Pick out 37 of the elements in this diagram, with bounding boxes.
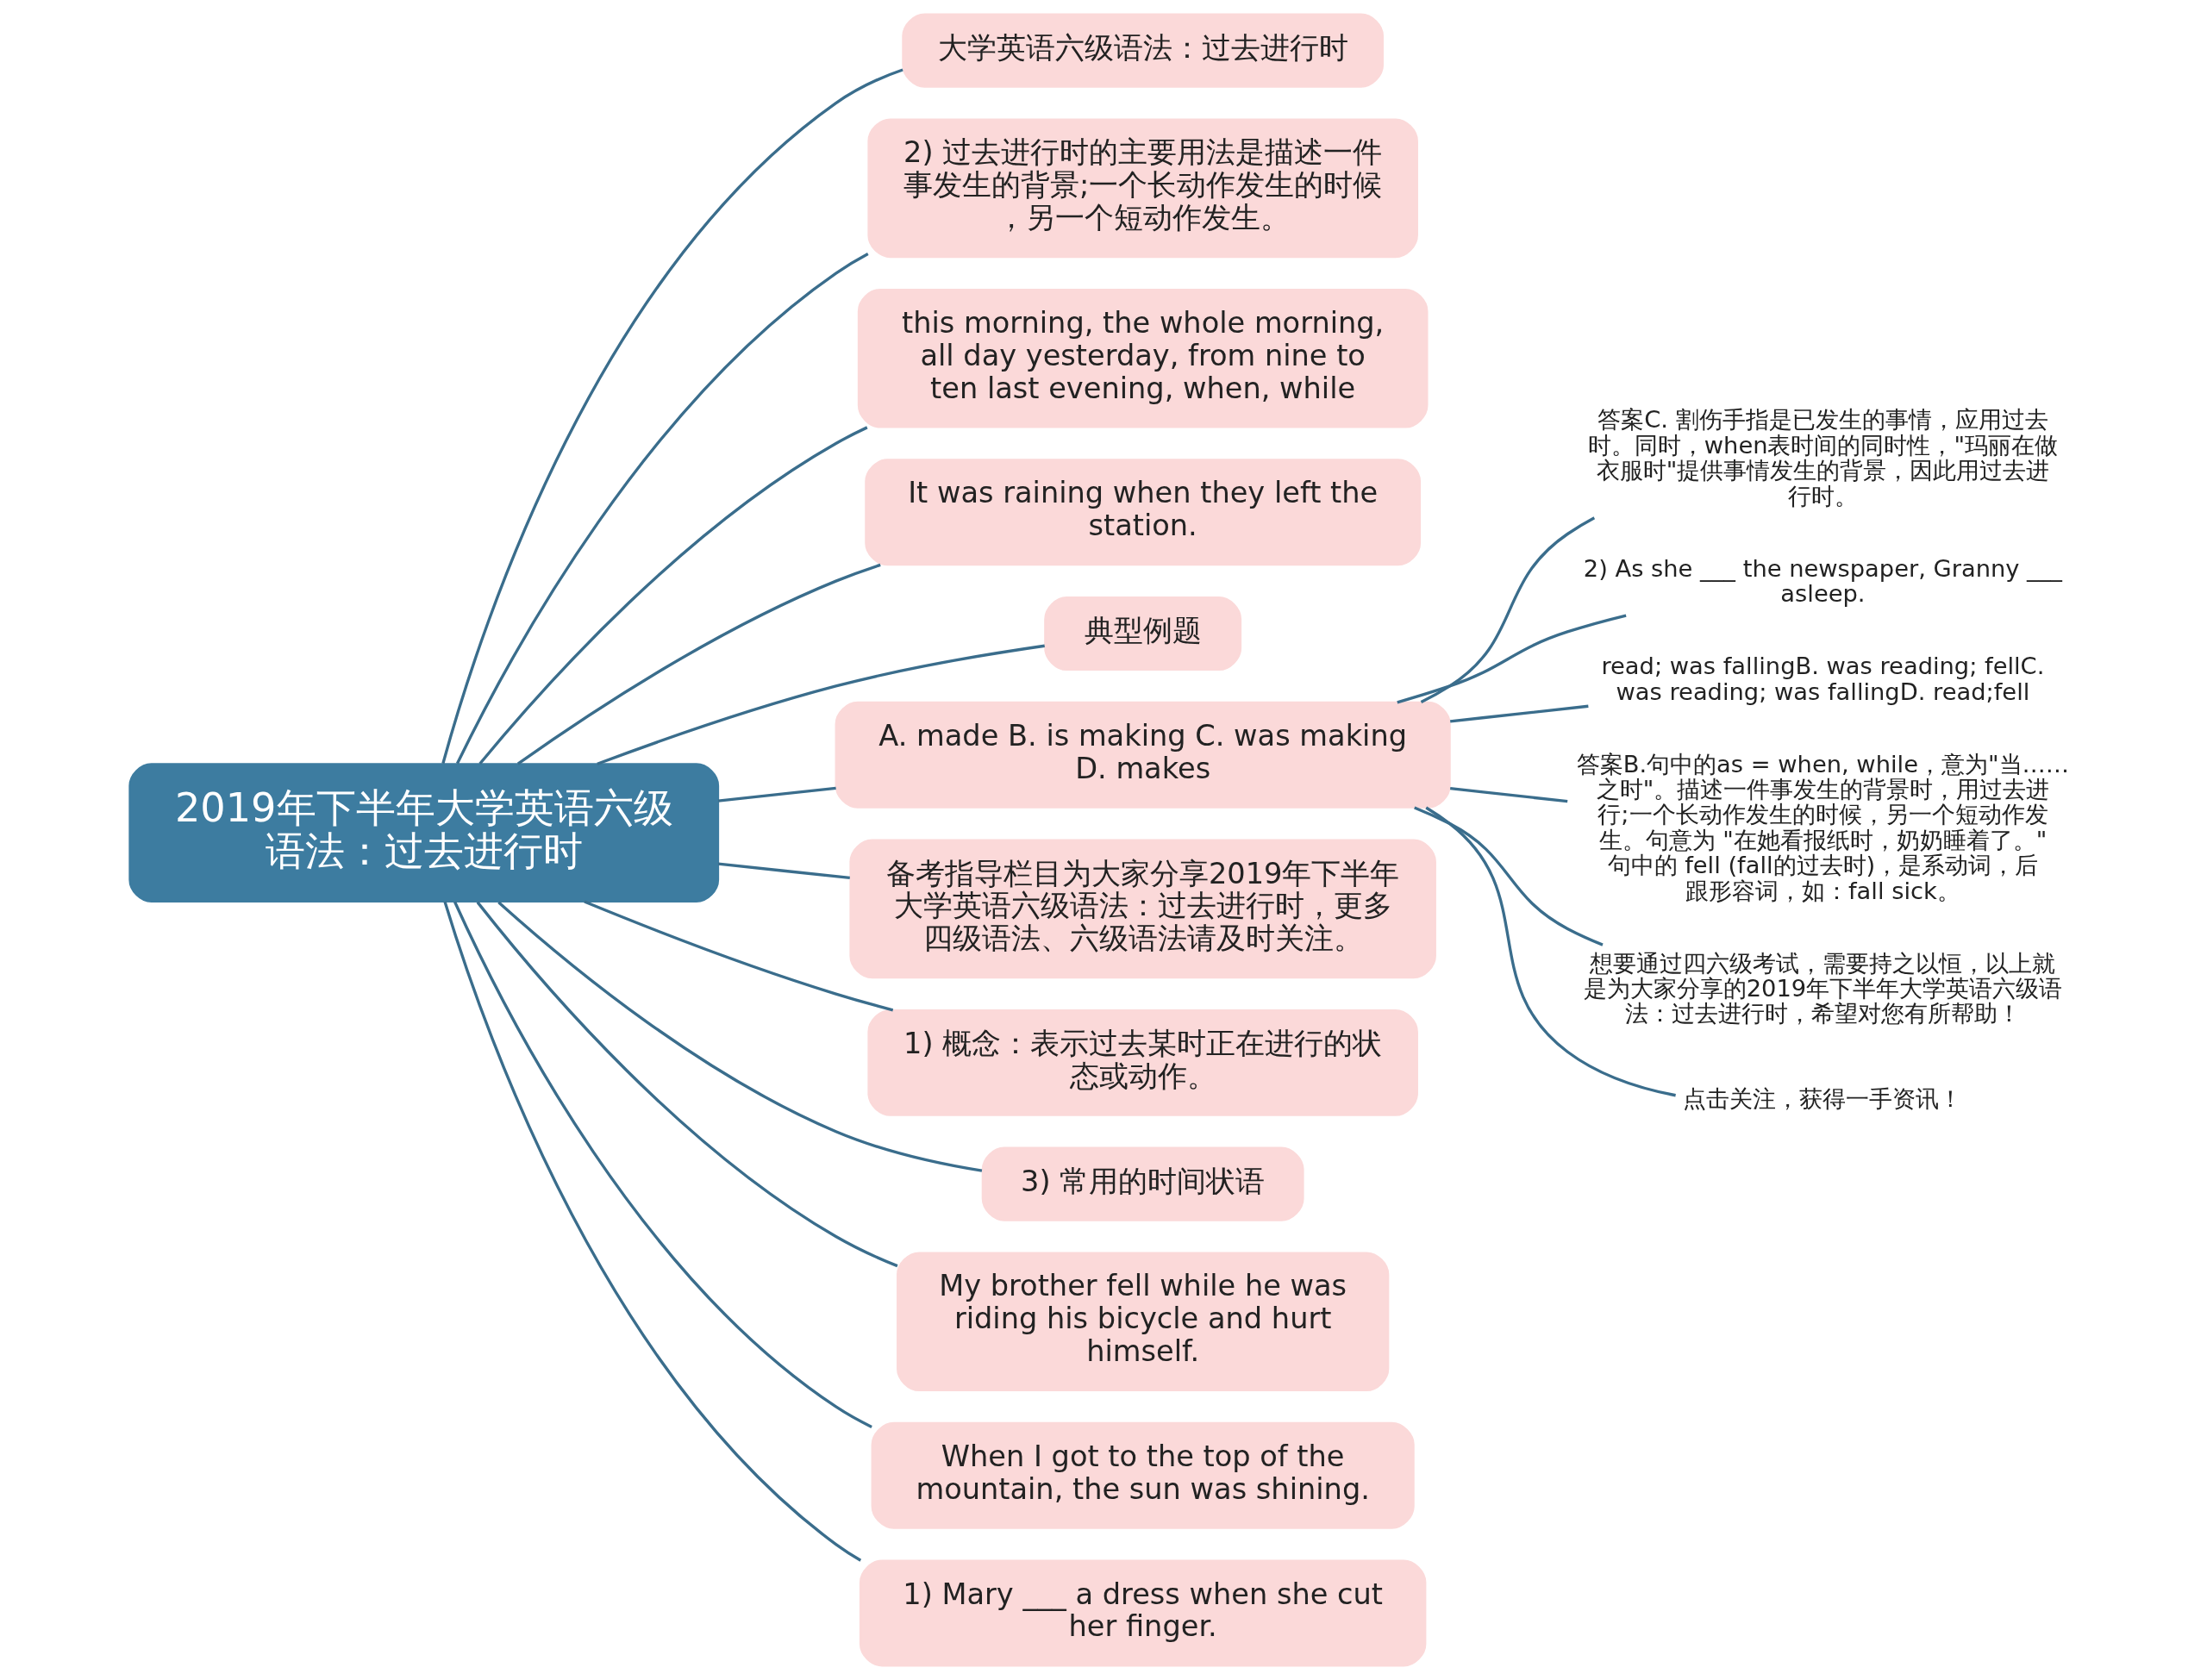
node-box: 典型例题	[1043, 596, 1241, 671]
node-box: My brother fell while he was riding his bicycle and hurt himself.	[896, 1252, 1389, 1392]
node-text: 想要通过四六级考试，需要持之以恒，以上就是为大家分享的2019年下半年大学英语六级语法：过去进行时，希望对您有所帮助！	[1583, 949, 2062, 1027]
connector	[1420, 516, 1595, 704]
node-text: 点击关注，获得一手资讯！	[1682, 1085, 1962, 1113]
connector	[497, 901, 982, 1172]
connector	[717, 786, 836, 803]
node-text: read; was fallingB. was reading; fellC. was reading; was fallingD. read;fell	[1600, 653, 2044, 705]
connector	[1413, 806, 1604, 946]
connector	[596, 644, 1045, 765]
connector	[476, 901, 898, 1268]
connector	[441, 68, 903, 765]
connector	[717, 862, 850, 880]
connector	[1449, 704, 1589, 723]
connector	[478, 426, 868, 765]
connector	[583, 900, 893, 1012]
node-box: 1) Mary ___ a dress when she cut her finger.	[859, 1559, 1426, 1667]
node-box: When I got to the top of the mountain, the sun was shining.	[871, 1421, 1415, 1529]
node-box: 大学英语六级语法：过去进行时	[901, 13, 1384, 88]
connector	[516, 563, 881, 765]
node-box: A. made B. is making C. was making D. makes	[835, 701, 1451, 809]
connector	[453, 901, 872, 1428]
connector	[1396, 614, 1627, 704]
connector	[1449, 787, 1567, 803]
node-box: It was raining when they left the station.	[864, 459, 1421, 566]
connector	[442, 901, 861, 1562]
node-text: 2) As she ___ the newspaper, Granny ___ asleep.	[1583, 554, 2062, 608]
node-text: 答案C. 割伤手指是已发生的事情，应用过去时。同时，when表时间的同时性，"玛丽在做衣服时"提供事情发生的背景，因此用过去进行时。	[1587, 406, 2058, 509]
node-box: this morning, the whole morning, all day yesterday, from nine to ten last evening, when, while	[857, 288, 1428, 428]
connector	[455, 253, 869, 765]
node-box: 备考指导栏目为大家分享2019年下半年大学英语六级语法：过去进行时，更多四级语法、六级语法请及时关注。	[848, 839, 1436, 979]
connector	[1424, 806, 1676, 1097]
node-box: 3) 常用的时间状语	[981, 1146, 1304, 1221]
node-box: 2019年下半年大学英语六级语法：过去进行时	[128, 763, 719, 902]
node-box: 2) 过去进行时的主要用法是描述一件事发生的背景;一个长动作发生的时候，另一个短动作发生。	[866, 118, 1418, 259]
node-text: 答案B.句中的as = when, while，意为"当……之时"。描述一件事发生的背景时，用过去进行;一个长动作发生的时候，另一个短动作发生。句意为 "在她看报纸时，奶奶睡着了。" 句中的 fell (fall的过去时)，是系动词，后跟形容词，如：fall sick。	[1576, 750, 2069, 904]
node-box: 1) 概念：表示过去某时正在进行的状态或动作。	[866, 1009, 1418, 1116]
